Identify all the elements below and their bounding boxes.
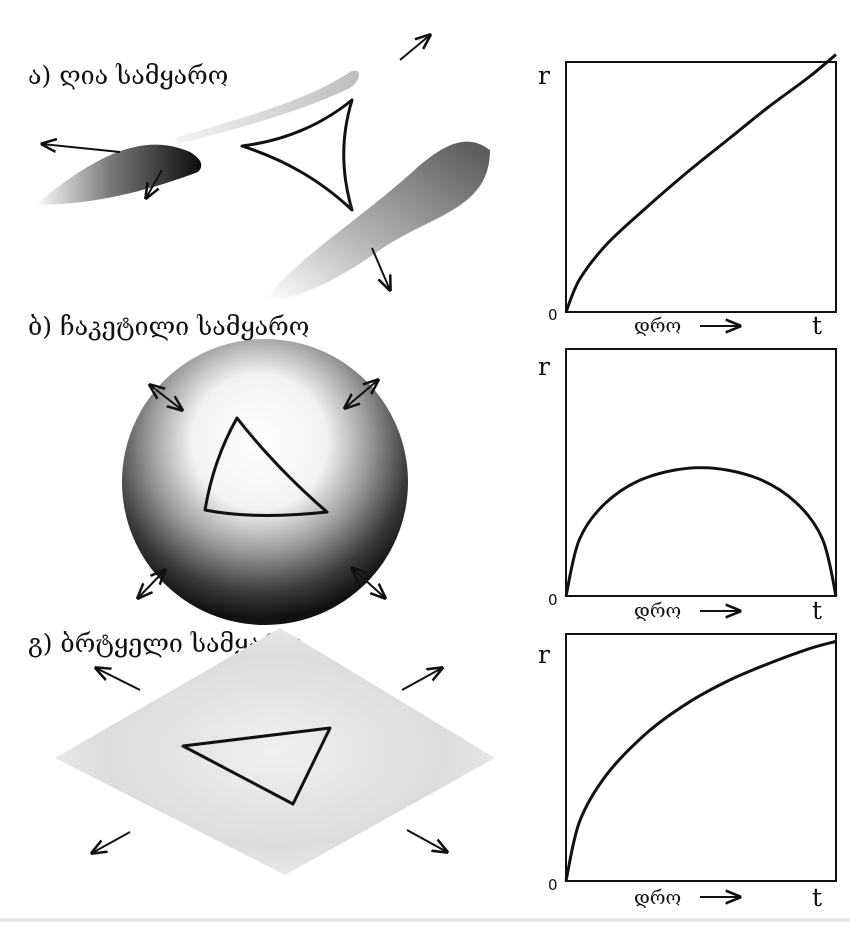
origin-label: 0 <box>548 306 558 324</box>
series-line <box>566 468 836 596</box>
chart-frame <box>566 62 836 312</box>
axis-label-t: t <box>812 883 822 912</box>
series-line <box>566 641 836 881</box>
chart-closed: r 0 დრო t <box>538 349 836 625</box>
series-line <box>566 55 836 313</box>
saddle-surface <box>35 71 490 300</box>
expansion-arrow-icon <box>138 570 165 598</box>
time-axis-label: დრო <box>634 315 681 337</box>
chart-frame <box>566 634 836 881</box>
axis-label-r: r <box>538 61 550 90</box>
panel-flat-universe: გ) ბრტყელი სამყარო r 0 დრო t <box>28 628 836 912</box>
sphere-surface <box>122 339 408 625</box>
panel-title-open: ა) ღია სამყარო <box>28 61 228 90</box>
time-axis-label: დრო <box>634 887 681 909</box>
expansion-arrow-icon <box>372 248 390 290</box>
axis-label-r: r <box>538 640 550 669</box>
bottom-divider <box>0 918 850 922</box>
origin-label: 0 <box>548 591 558 609</box>
chart-frame <box>566 349 836 596</box>
axis-label-t: t <box>812 596 822 625</box>
panel-title-closed: ბ) ჩაკეტილი სამყარო <box>28 312 309 341</box>
expansion-arrow-icon <box>96 668 140 690</box>
panel-open-universe: ა) ღია სამყარო r 0 დრო t <box>28 35 836 340</box>
origin-label: 0 <box>548 876 558 894</box>
expansion-arrow-icon <box>402 668 442 690</box>
axis-label-t: t <box>812 311 822 340</box>
expansion-arrow-icon <box>42 144 120 152</box>
expansion-arrow-icon <box>400 35 430 60</box>
panel-closed-universe: ბ) ჩაკეტილი სამყარო r 0 დრო t <box>28 312 836 625</box>
expansion-arrow-icon <box>407 830 447 852</box>
time-axis-label: დრო <box>634 600 681 622</box>
chart-flat: r 0 დრო t <box>538 634 836 912</box>
axis-label-r: r <box>538 352 550 381</box>
expansion-arrow-icon <box>92 832 130 853</box>
chart-open: r 0 დრო t <box>538 55 836 341</box>
